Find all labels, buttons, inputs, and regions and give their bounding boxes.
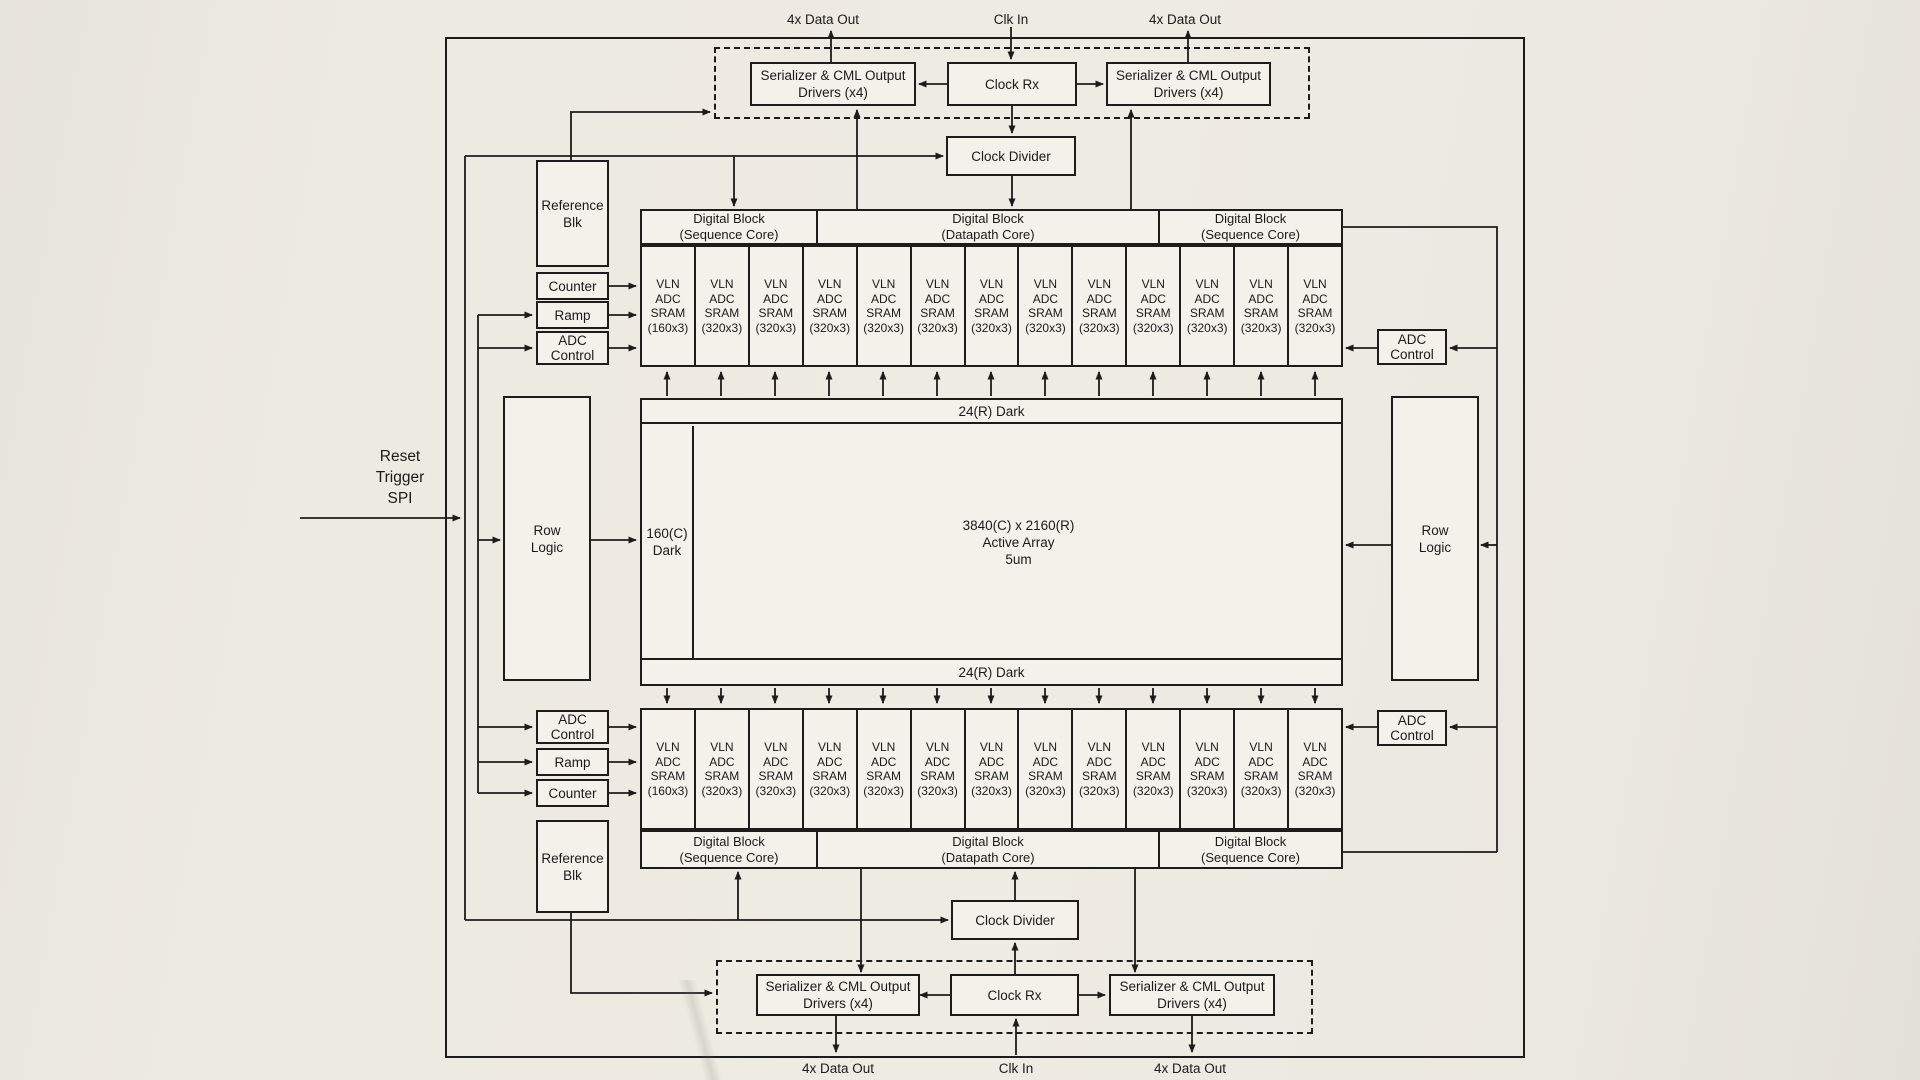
bottom-adc-row: VLN ADC SRAM (160x3) VLN ADC SRAM (320x3… <box>640 708 1343 830</box>
top-digital-sequence-right: Digital Block (Sequence Core) <box>1158 209 1343 245</box>
top-clock-rx: Clock Rx <box>947 62 1077 106</box>
adc-cell: VLN ADC SRAM (320x3) <box>801 245 858 367</box>
bottom-adc-control-right: ADC Control <box>1377 710 1447 746</box>
bottom-digital-datapath: Digital Block (Datapath Core) <box>816 830 1160 869</box>
adc-cell: VLN ADC SRAM (320x3) <box>963 245 1020 367</box>
adc-cell: VLN ADC SRAM (320x3) <box>1071 245 1128 367</box>
bottom-serializer-left: Serializer & CML Output Drivers (x4) <box>756 974 920 1016</box>
bottom-counter: Counter <box>536 779 609 807</box>
adc-cell: VLN ADC SRAM (320x3) <box>1125 245 1182 367</box>
adc-cell: VLN ADC SRAM (320x3) <box>1287 245 1343 367</box>
top-digital-row: Digital Block (Sequence Core) Digital Bl… <box>640 209 1343 245</box>
adc-cell: VLN ADC SRAM (320x3) <box>747 245 804 367</box>
array-bottom-dark-rows: 24(R) Dark <box>642 658 1341 684</box>
adc-cell: VLN ADC SRAM (320x3) <box>963 708 1020 830</box>
pixel-array: 24(R) Dark 24(R) Dark 160(C) Dark 3840(C… <box>640 398 1343 686</box>
top-digital-datapath: Digital Block (Datapath Core) <box>816 209 1160 245</box>
adc-cell: VLN ADC SRAM (320x3) <box>1125 708 1182 830</box>
bottom-digital-row: Digital Block (Sequence Core) Digital Bl… <box>640 830 1343 869</box>
top-serializer-left: Serializer & CML Output Drivers (x4) <box>750 62 916 106</box>
bottom-clock-divider: Clock Divider <box>951 900 1079 940</box>
bottom-serializer-right: Serializer & CML Output Drivers (x4) <box>1109 974 1275 1016</box>
row-logic-right: Row Logic <box>1391 396 1479 681</box>
row-logic-left: Row Logic <box>503 396 591 681</box>
array-top-dark-rows: 24(R) Dark <box>642 400 1341 424</box>
adc-cell: VLN ADC SRAM (320x3) <box>1017 708 1074 830</box>
port-bottom-data-out-right: 4x Data Out <box>1153 1061 1227 1076</box>
adc-cell: VLN ADC SRAM (320x3) <box>909 245 966 367</box>
bottom-clock-rx: Clock Rx <box>950 974 1079 1016</box>
bottom-ramp: Ramp <box>536 748 609 776</box>
bottom-reference-blk: Reference Blk <box>536 820 609 913</box>
top-serializer-dashed-region <box>714 47 1310 119</box>
top-adc-control-left: ADC Control <box>536 331 609 365</box>
adc-cell: VLN ADC SRAM (320x3) <box>801 708 858 830</box>
adc-cell: VLN ADC SRAM (320x3) <box>1071 708 1128 830</box>
adc-cell: VLN ADC SRAM (160x3) <box>640 245 696 367</box>
top-digital-sequence-left: Digital Block (Sequence Core) <box>640 209 818 245</box>
adc-cell: VLN ADC SRAM (320x3) <box>855 245 912 367</box>
bottom-serializer-dashed-region <box>716 960 1313 1034</box>
top-adc-row: VLN ADC SRAM (160x3) VLN ADC SRAM (320x3… <box>640 245 1343 367</box>
top-counter: Counter <box>536 272 609 300</box>
adc-cell: VLN ADC SRAM (320x3) <box>1233 708 1290 830</box>
top-serializer-right: Serializer & CML Output Drivers (x4) <box>1106 62 1271 106</box>
top-adc-control-right: ADC Control <box>1377 329 1447 365</box>
bottom-digital-sequence-left: Digital Block (Sequence Core) <box>640 830 818 869</box>
adc-cell: VLN ADC SRAM (320x3) <box>1287 708 1343 830</box>
adc-cell: VLN ADC SRAM (160x3) <box>640 708 696 830</box>
chip-boundary <box>445 37 1525 1058</box>
adc-cell: VLN ADC SRAM (320x3) <box>693 245 750 367</box>
adc-cell: VLN ADC SRAM (320x3) <box>747 708 804 830</box>
reset-trigger-spi-label: Reset Trigger SPI <box>375 448 425 507</box>
adc-cell: VLN ADC SRAM (320x3) <box>1179 708 1236 830</box>
port-top-data-out-left: 4x Data Out <box>786 12 860 27</box>
array-active-area: 3840(C) x 2160(R) Active Array 5um <box>962 517 1075 567</box>
adc-cell: VLN ADC SRAM (320x3) <box>1179 245 1236 367</box>
adc-cell: VLN ADC SRAM (320x3) <box>909 708 966 830</box>
bottom-digital-sequence-right: Digital Block (Sequence Core) <box>1158 830 1343 869</box>
adc-cell: VLN ADC SRAM (320x3) <box>855 708 912 830</box>
port-top-data-out-right: 4x Data Out <box>1148 12 1222 27</box>
port-bottom-data-out-left: 4x Data Out <box>801 1061 875 1076</box>
adc-cell: VLN ADC SRAM (320x3) <box>1233 245 1290 367</box>
adc-cell: VLN ADC SRAM (320x3) <box>1017 245 1074 367</box>
port-top-clk-in: Clk In <box>993 12 1029 27</box>
top-reference-blk: Reference Blk <box>536 160 609 267</box>
adc-cell: VLN ADC SRAM (320x3) <box>693 708 750 830</box>
top-clock-divider: Clock Divider <box>946 136 1076 176</box>
port-bottom-clk-in: Clk In <box>998 1061 1034 1076</box>
bottom-adc-control-left: ADC Control <box>536 710 609 744</box>
top-ramp: Ramp <box>536 301 609 329</box>
array-left-dark-cols: 160(C) Dark <box>642 426 694 658</box>
